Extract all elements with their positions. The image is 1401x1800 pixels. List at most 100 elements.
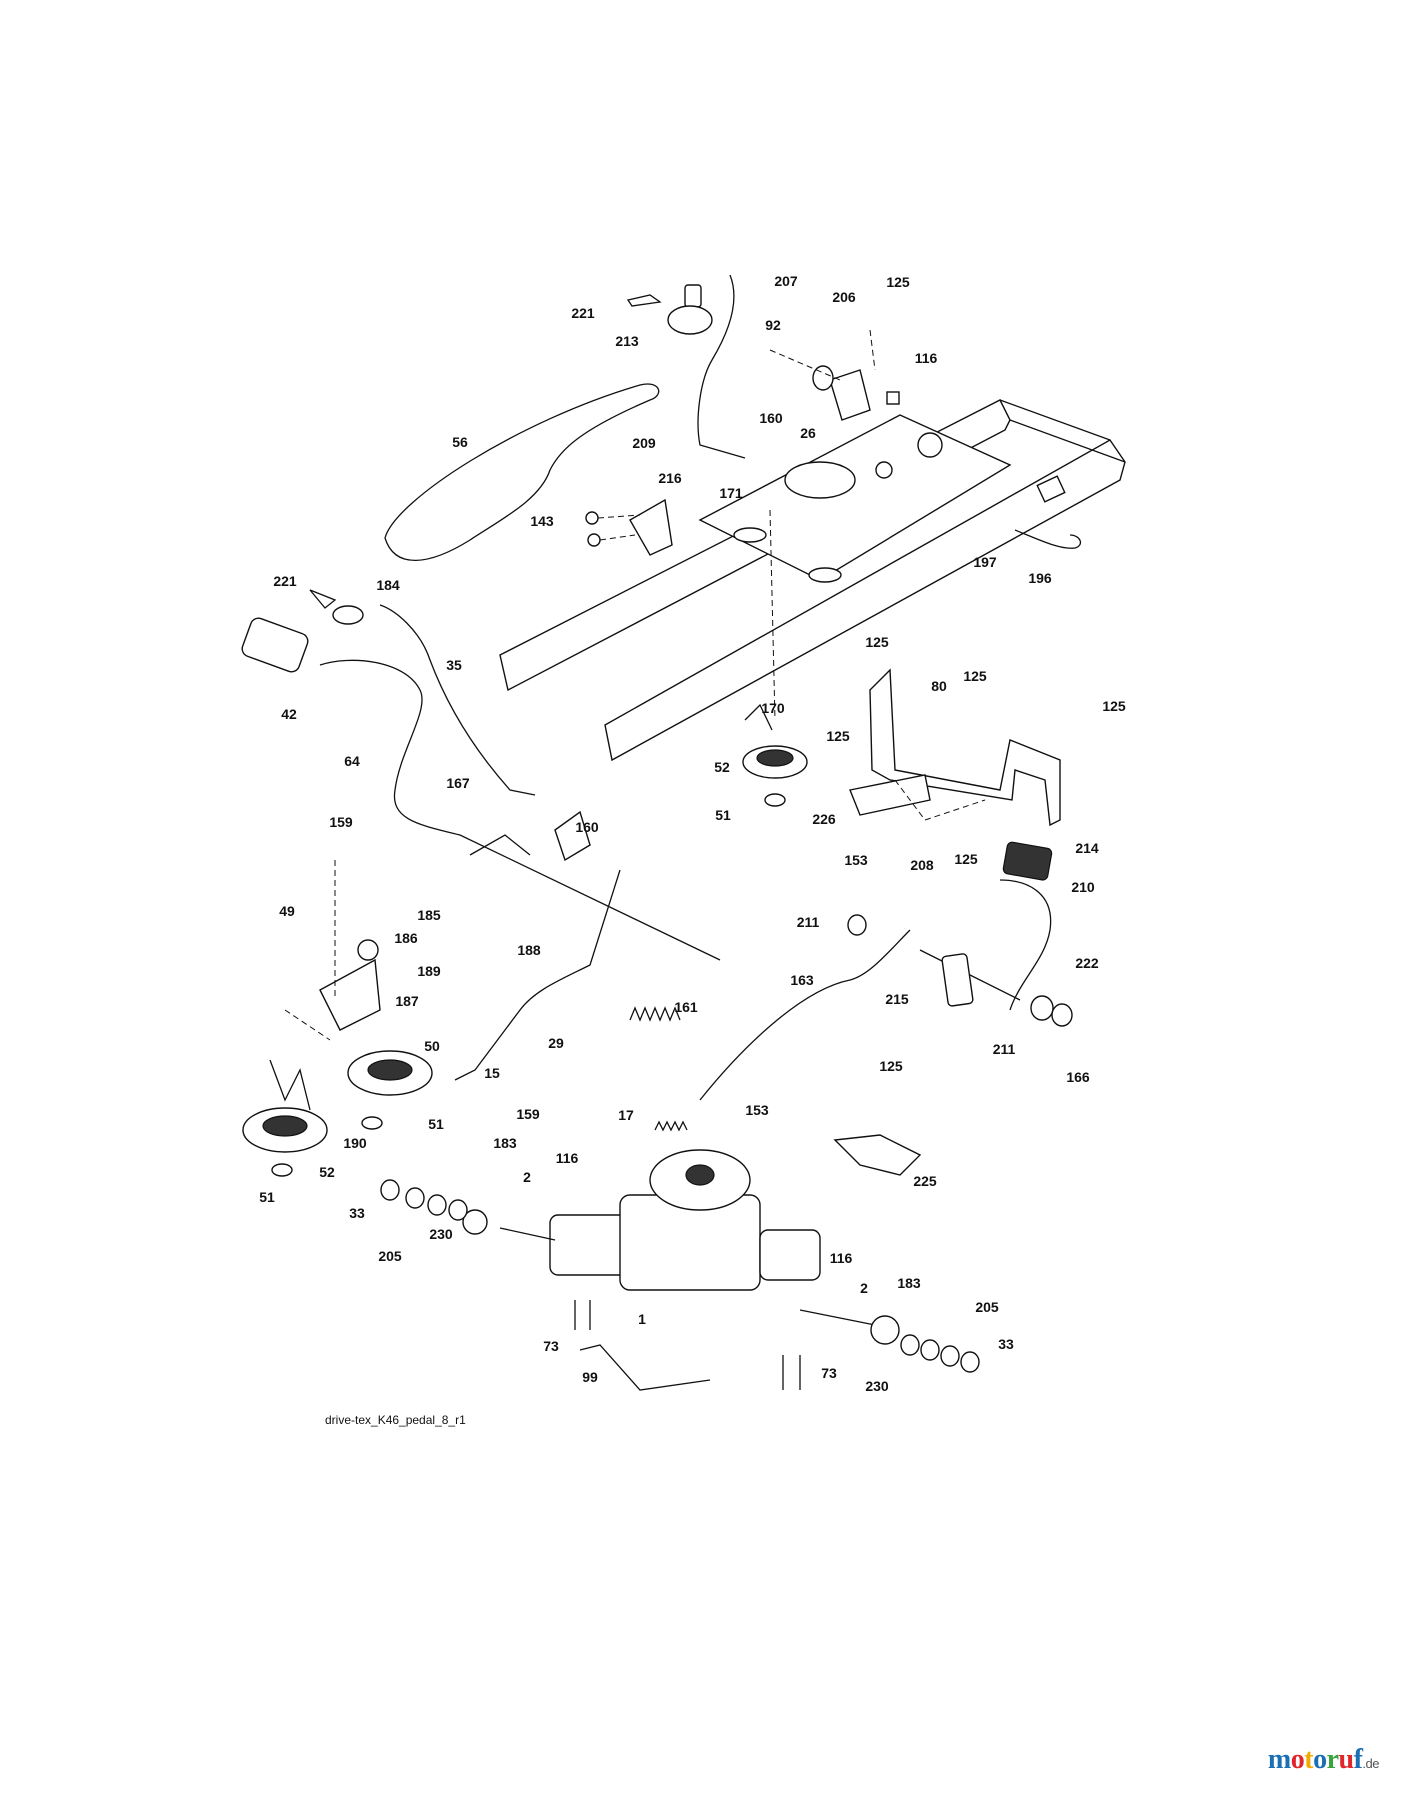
pulley-52-lower [242,1059,328,1177]
part-callout-116: 116 [556,1150,579,1166]
part-callout-190: 190 [343,1135,367,1151]
shift-rod [697,274,746,459]
part-callout-33: 33 [998,1336,1014,1352]
part-callout-213: 213 [615,333,639,349]
pulley-50 [319,939,433,1130]
part-callout-211: 211 [797,914,820,930]
part-callout-216: 216 [658,470,682,486]
part-callout-189: 189 [417,963,441,979]
drive-belt [384,383,660,561]
part-callout-197: 197 [973,554,997,570]
part-callout-161: 161 [674,999,698,1015]
frame-rails [499,399,1126,762]
pedal-grip [241,617,309,673]
part-callout-226: 226 [812,811,836,827]
bracket-225 [833,1134,922,1176]
part-callout-215: 215 [885,991,909,1007]
part-callout-33: 33 [349,1205,365,1221]
part-callout-51: 51 [715,807,731,823]
part-callout-221: 221 [571,305,595,321]
transaxle [462,1149,900,1345]
part-callout-188: 188 [517,942,541,958]
brand-suffix: .de [1362,1756,1379,1771]
part-callout-29: 29 [548,1035,564,1051]
part-callout-183: 183 [897,1275,921,1291]
part-callout-42: 42 [281,706,297,722]
part-callout-73: 73 [821,1365,837,1381]
part-callout-51: 51 [259,1189,275,1205]
part-callout-160: 160 [575,819,599,835]
part-callout-230: 230 [865,1378,889,1394]
part-callout-186: 186 [394,930,418,946]
linkage-29 [454,869,621,1081]
part-callout-52: 52 [319,1164,335,1180]
part-callout-214: 214 [1075,840,1099,856]
part-callout-208: 208 [910,857,934,873]
part-callout-159: 159 [516,1106,540,1122]
part-callout-153: 153 [745,1102,769,1118]
part-callout-35: 35 [446,657,462,673]
part-callout-205: 205 [378,1248,402,1264]
bracket-206 [829,369,871,421]
part-callout-50: 50 [424,1038,440,1054]
brand-name: motoruf [1267,1744,1363,1775]
part-callout-196: 196 [1028,570,1052,586]
part-callout-230: 230 [429,1226,453,1242]
part-callout-2: 2 [523,1169,531,1185]
part-callout-211: 211 [993,1041,1016,1057]
part-callout-209: 209 [632,435,656,451]
part-callout-153: 153 [844,852,868,868]
diagram-reference-code: drive-tex_K46_pedal_8_r1 [325,1413,466,1427]
part-callout-205: 205 [975,1299,999,1315]
part-callout-51: 51 [428,1116,444,1132]
part-callout-170: 170 [761,700,785,716]
spring-161 [629,1006,681,1022]
part-callout-17: 17 [618,1107,634,1123]
part-callout-207: 207 [774,273,798,289]
brake-pad [1002,841,1053,881]
part-callout-166: 166 [1066,1069,1090,1085]
callout-labels: 2212132072061259211656160262092161711431… [259,273,1126,1394]
part-callout-125: 125 [1102,698,1126,714]
brake-pedal [999,879,1052,1011]
part-callout-73: 73 [543,1338,559,1354]
part-callout-64: 64 [344,753,360,769]
part-callout-187: 187 [395,993,419,1009]
part-callout-221: 221 [273,573,297,589]
bypass-rod [579,1344,711,1391]
part-callout-206: 206 [832,289,856,305]
part-callout-160: 160 [759,410,783,426]
part-callout-163: 163 [790,972,814,988]
part-callout-92: 92 [765,317,781,333]
part-callout-116: 116 [915,350,938,366]
part-callout-125: 125 [954,851,978,867]
linkage-163 [699,929,911,1101]
part-callout-167: 167 [446,775,470,791]
part-callout-116: 116 [830,1250,853,1266]
axle-washers [380,1179,980,1373]
part-callout-143: 143 [530,513,554,529]
part-callout-185: 185 [417,907,441,923]
spring-17 [654,1120,688,1132]
idler-pulley-upper [742,703,808,807]
part-callout-80: 80 [931,678,947,694]
part-callout-183: 183 [493,1135,517,1151]
part-callout-26: 26 [800,425,816,441]
part-callout-99: 99 [582,1369,598,1385]
part-callout-56: 56 [452,434,468,450]
part-callout-171: 171 [719,485,743,501]
part-callout-125: 125 [826,728,850,744]
part-callout-210: 210 [1071,879,1095,895]
part-callout-222: 222 [1075,955,1099,971]
hitch-rod [1014,529,1082,549]
part-callout-49: 49 [279,903,295,919]
part-callout-159: 159 [329,814,353,830]
part-callout-2: 2 [860,1280,868,1296]
brand-logo: motoruf.de [1267,1744,1380,1776]
pedal-shaft [319,659,721,961]
part-callout-1: 1 [638,1311,646,1327]
part-callout-15: 15 [484,1065,500,1081]
part-callout-125: 125 [865,634,889,650]
part-callout-125: 125 [886,274,910,290]
